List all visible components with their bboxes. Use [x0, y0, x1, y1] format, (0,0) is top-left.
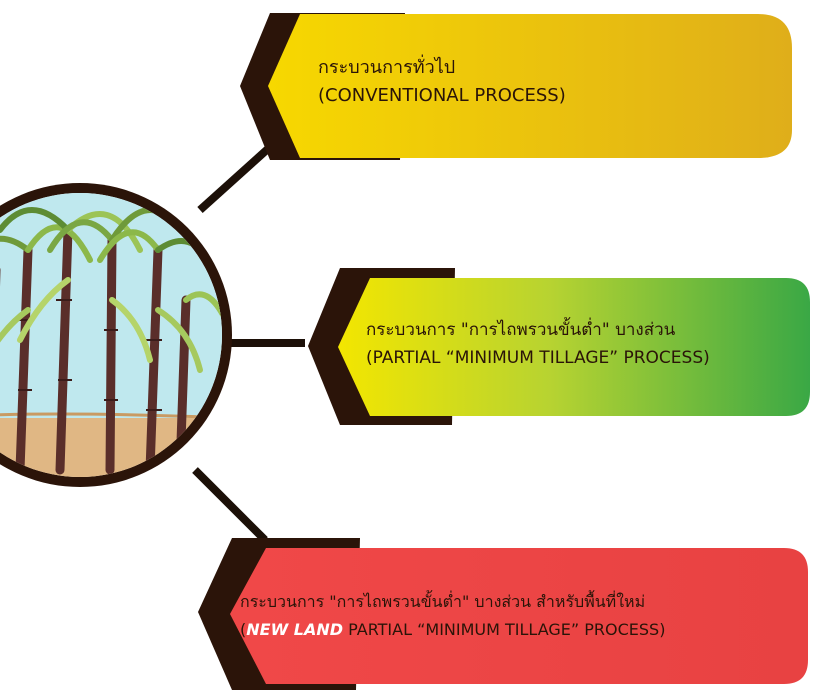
process-label-partial-minimum-tillage: กระบวนการ "การไถพรวนขั้นต่ำ" บางส่วน (PA…	[366, 316, 710, 372]
label-open-paren: (	[240, 620, 247, 639]
label-english-rest: PARTIAL “MINIMUM TILLAGE” PROCESS)	[343, 620, 666, 639]
new-land-highlight: NEW LAND	[246, 620, 344, 639]
process-box-new-land	[198, 538, 808, 690]
process-box-conventional	[240, 13, 792, 160]
label-english: (NEW LAND PARTIAL “MINIMUM TILLAGE” PROC…	[240, 616, 665, 644]
label-thai: กระบวนการ "การไถพรวนขั้นต่ำ" บางส่วน	[366, 320, 676, 340]
sugarcane-illustration	[0, 183, 232, 487]
connector-bottom	[192, 467, 268, 543]
process-box-partial-minimum-tillage	[308, 268, 810, 425]
label-thai: กระบวนการ "การไถพรวนขั้นต่ำ" บางส่วน สำห…	[240, 592, 646, 611]
process-label-conventional: กระบวนการทั่วไป (CONVENTIONAL PROCESS)	[318, 54, 566, 110]
label-thai: กระบวนการทั่วไป	[318, 57, 456, 78]
process-label-new-land: กระบวนการ "การไถพรวนขั้นต่ำ" บางส่วน สำห…	[240, 588, 665, 644]
label-english: (PARTIAL “MINIMUM TILLAGE” PROCESS)	[366, 348, 710, 368]
label-english: (CONVENTIONAL PROCESS)	[318, 85, 566, 106]
